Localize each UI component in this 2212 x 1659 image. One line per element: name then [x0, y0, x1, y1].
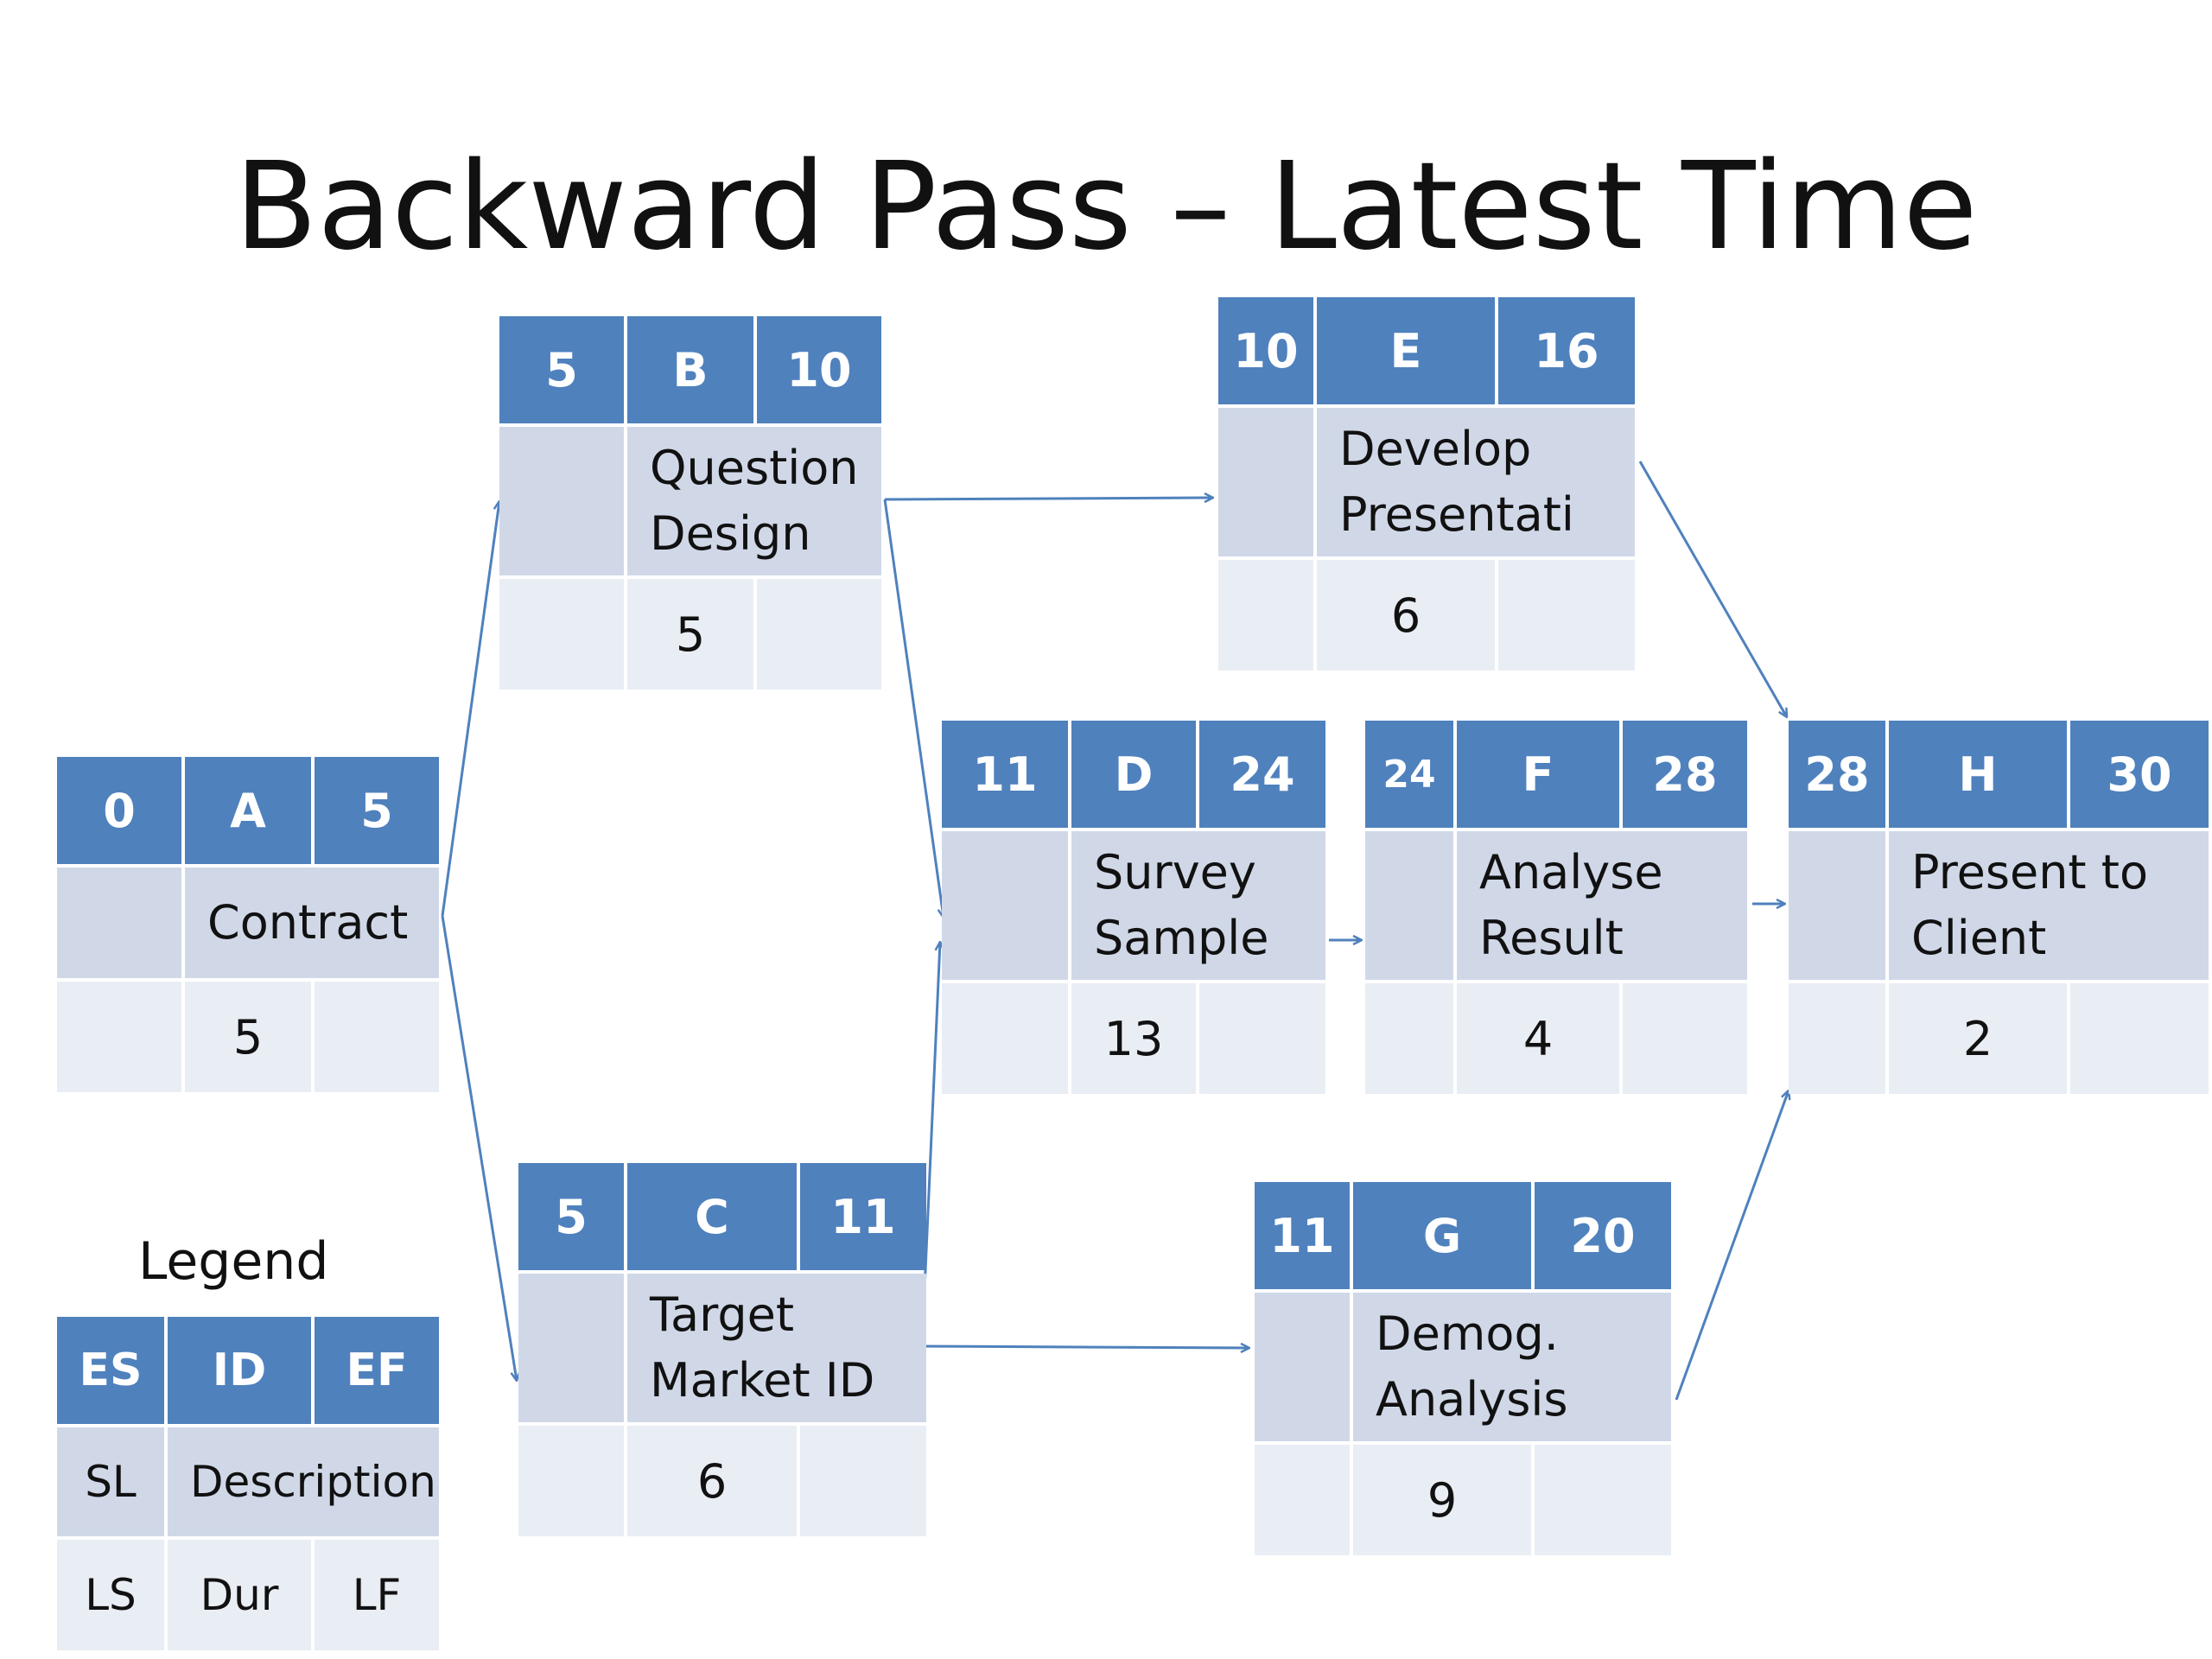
legend-ef: EF	[315, 1317, 439, 1424]
node-d-duration: 13	[1071, 983, 1196, 1094]
node-d-description: Survey Sample	[1071, 831, 1325, 980]
legend-es: ES	[57, 1317, 164, 1424]
node-a-es: 0	[57, 757, 181, 864]
node-c-ef: 11	[800, 1163, 926, 1270]
node-e-sl	[1218, 408, 1313, 556]
node-h-id: H	[1889, 721, 2067, 828]
node-e-duration: 6	[1317, 560, 1495, 671]
node-h-ef: 30	[2070, 721, 2209, 828]
node-b-ef: 10	[757, 316, 881, 423]
node-a-lf	[315, 982, 439, 1092]
node-d-lf	[1199, 983, 1325, 1094]
node-d-es: 11	[942, 721, 1068, 828]
node-a-sl	[57, 868, 181, 978]
node-f-es: 24	[1365, 721, 1453, 828]
arrow-c-g	[921, 1346, 1249, 1348]
node-b-ls	[499, 579, 624, 690]
node-f-id: F	[1457, 721, 1619, 828]
node-d-id: D	[1071, 721, 1196, 828]
node-a-ls	[57, 982, 181, 1092]
node-g-lf	[1535, 1445, 1671, 1555]
node-g-sl	[1255, 1293, 1350, 1441]
node-c-es: 5	[518, 1163, 624, 1270]
node-d-sl	[942, 831, 1068, 980]
activity-node-b: 5 B 10 Question Design 5	[499, 316, 881, 690]
node-h-lf	[2070, 983, 2209, 1094]
node-h-description: Present to Client	[1889, 831, 2209, 980]
arrow-g-h	[1675, 1090, 1789, 1401]
node-g-id: G	[1353, 1182, 1531, 1289]
node-b-sl	[499, 427, 624, 575]
legend-id: ID	[168, 1317, 311, 1424]
activity-node-g: 11 G 20 Demog. Analysis 9	[1255, 1182, 1671, 1555]
node-h-duration: 2	[1889, 983, 2067, 1094]
node-c-ls	[518, 1426, 624, 1536]
activity-node-h: 28 H 30 Present to Client 2	[1789, 721, 2209, 1094]
node-a-description: Contract	[185, 868, 439, 978]
node-e-ls	[1218, 560, 1313, 671]
node-h-ls	[1789, 983, 1885, 1094]
node-g-ls	[1255, 1445, 1350, 1555]
node-b-lf	[757, 579, 881, 690]
node-a-id: A	[185, 757, 311, 864]
node-f-ef: 28	[1623, 721, 1747, 828]
node-b-id: B	[627, 316, 753, 423]
node-c-description: Target Market ID	[627, 1274, 926, 1422]
arrow-a-c	[441, 915, 517, 1381]
node-f-duration: 4	[1457, 983, 1619, 1094]
node-e-id: E	[1317, 297, 1495, 404]
arrow-b-d	[883, 499, 944, 918]
legend-sl: SL	[57, 1427, 164, 1536]
node-d-ls	[942, 983, 1068, 1094]
node-f-description: Analyse Result	[1457, 831, 1747, 980]
node-c-id: C	[627, 1163, 797, 1270]
node-g-duration: 9	[1353, 1445, 1531, 1555]
activity-node-c: 5 C 11 Target Market ID 6	[518, 1163, 926, 1536]
node-f-ls	[1365, 983, 1453, 1094]
node-h-es: 28	[1789, 721, 1885, 828]
activity-node-d: 11 D 24 Survey Sample 13	[942, 721, 1325, 1094]
node-b-description: Question Design	[627, 427, 881, 575]
node-c-lf	[800, 1426, 926, 1536]
node-e-lf	[1498, 560, 1635, 671]
legend-ls: LS	[57, 1540, 164, 1650]
node-b-es: 5	[499, 316, 624, 423]
node-e-ef: 16	[1498, 297, 1635, 404]
node-g-es: 11	[1255, 1182, 1350, 1289]
node-d-ef: 24	[1199, 721, 1325, 828]
node-f-lf	[1623, 983, 1747, 1094]
node-h-sl	[1789, 831, 1885, 980]
activity-node-e: 10 E 16 Develop Presentati 6	[1218, 297, 1635, 671]
legend-box: ES ID EF SL Description LS Dur LF	[57, 1317, 439, 1650]
node-f-sl	[1365, 831, 1453, 980]
node-g-description: Demog. Analysis	[1353, 1293, 1671, 1441]
node-g-ef: 20	[1535, 1182, 1671, 1289]
node-c-duration: 6	[627, 1426, 797, 1536]
activity-node-f: 24 F 28 Analyse Result 4	[1365, 721, 1747, 1094]
legend-description: Description	[168, 1427, 439, 1536]
legend-lf: LF	[315, 1540, 439, 1650]
legend-dur: Dur	[168, 1540, 311, 1650]
arrow-b-e	[884, 498, 1213, 499]
node-a-ef: 5	[315, 757, 439, 864]
activity-node-a: 0 A 5 Contract 5	[57, 757, 439, 1092]
arrow-a-b	[441, 501, 499, 917]
node-c-sl	[518, 1274, 624, 1422]
slide-title: Backward Pass – Latest Time	[234, 137, 1978, 277]
arrow-e-h	[1638, 461, 1787, 717]
node-e-description: Develop Presentati	[1317, 408, 1635, 556]
node-a-duration: 5	[185, 982, 311, 1092]
node-b-duration: 5	[627, 579, 753, 690]
legend-label: Legend	[138, 1231, 329, 1292]
node-e-es: 10	[1218, 297, 1313, 404]
